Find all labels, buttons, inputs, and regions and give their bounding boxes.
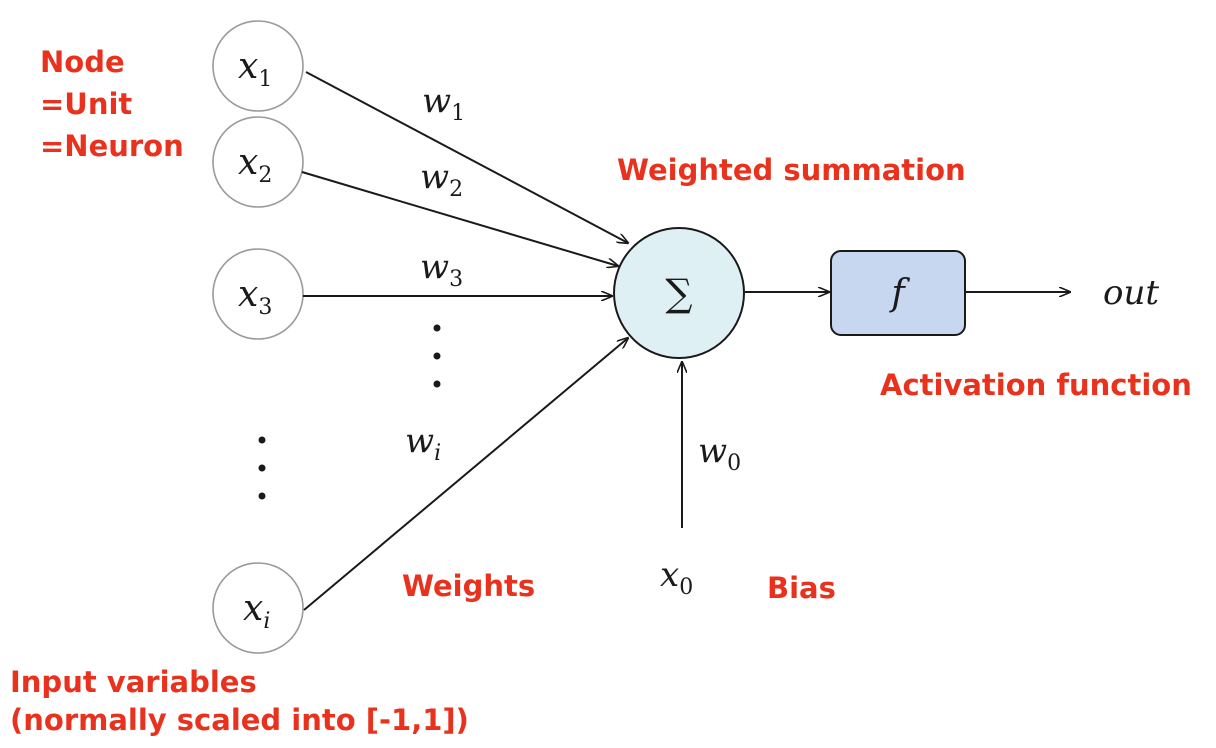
input-node-3: x3: [212, 248, 304, 340]
label-input-variables: Input variables: [10, 665, 257, 699]
input-ellipsis: [258, 436, 266, 500]
edge-x2: [301, 171, 618, 266]
weight-label-2: w2: [420, 157, 463, 202]
weight-label-i: wi: [405, 421, 441, 466]
weight-ellipsis: [433, 324, 441, 388]
label-neuron: =Neuron: [40, 129, 184, 163]
summation-symbol: ∑: [665, 271, 692, 315]
label-weights: Weights: [402, 569, 535, 603]
input-node-1: x1: [212, 20, 304, 112]
weight-label-1: w1: [422, 81, 465, 126]
input-node-2: x2: [212, 116, 304, 208]
bias-weight-label: w0: [698, 431, 741, 476]
edge-x1: [305, 71, 628, 243]
output-label: out: [1103, 273, 1159, 313]
label-node: Node: [40, 45, 125, 79]
label-input-scaling: (normally scaled into [-1,1]): [10, 703, 469, 737]
weight-label-3: w3: [420, 247, 463, 292]
input-node-i: xi: [212, 562, 304, 654]
activation-box: f: [830, 250, 966, 336]
label-unit: =Unit: [40, 87, 132, 121]
svg-text:xi: xi: [243, 588, 270, 634]
svg-text:x3: x3: [238, 274, 272, 320]
label-activation-function: Activation function: [880, 368, 1192, 402]
bias-input-label: x0: [660, 555, 693, 600]
svg-text:x2: x2: [238, 142, 272, 188]
svg-text:x1: x1: [238, 46, 272, 92]
summation-node: ∑: [613, 227, 745, 359]
label-weighted-summation: Weighted summation: [617, 153, 966, 187]
edge-xi: [303, 338, 628, 611]
label-bias: Bias: [767, 571, 836, 605]
